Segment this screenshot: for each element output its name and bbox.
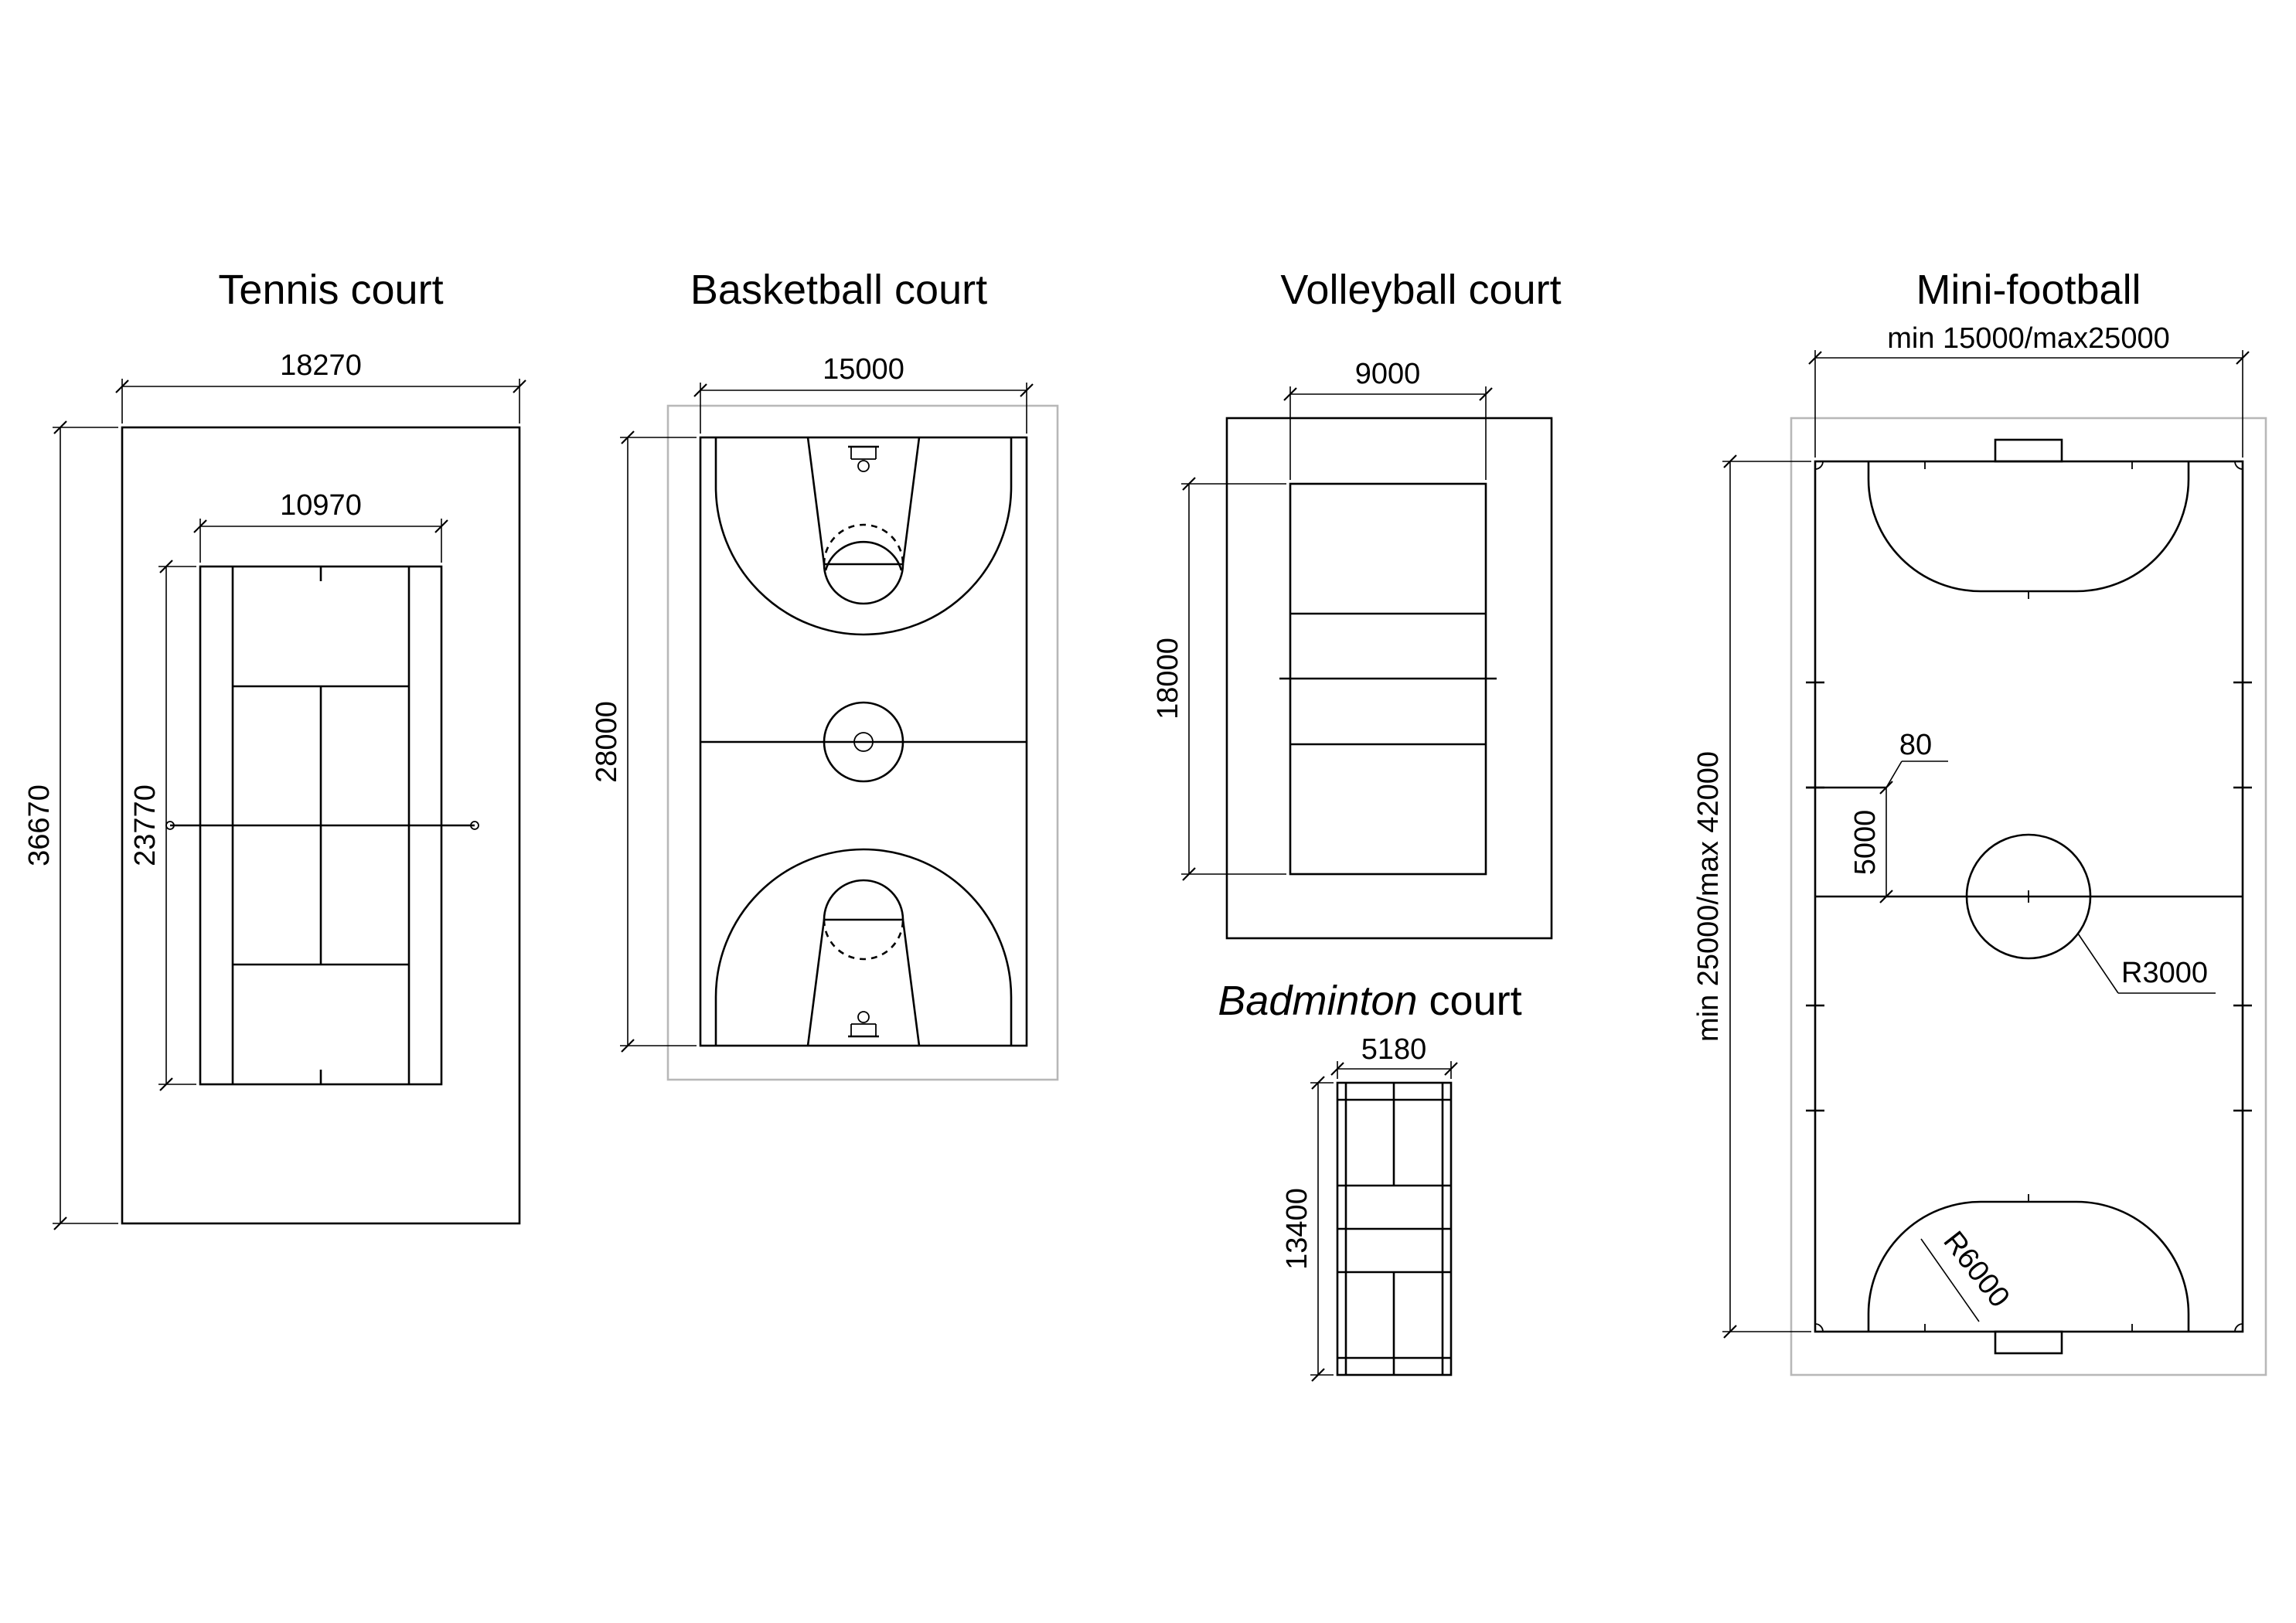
tennis-surround: [121, 426, 521, 1225]
tennis-total-width-label: 18270: [280, 349, 362, 382]
mini-football-court: Mini-football: [1692, 267, 2267, 1376]
badminton-court-title: Badminton court: [1218, 978, 1521, 1024]
mini-football-surround: [1790, 417, 2267, 1376]
mini-football-length-label: min 25000/max 42000: [1692, 751, 1725, 1042]
volleyball-width-label: 9000: [1355, 358, 1421, 390]
mini-football-width-label: min 15000/max25000: [1887, 322, 2169, 355]
volleyball-surround: [1225, 417, 1553, 940]
mini-football-mark-offset-label: 80: [1899, 729, 1932, 761]
basketball-center-circle: [823, 701, 904, 783]
tennis-court-length-label: 23770: [129, 784, 162, 866]
basketball-key-top: [806, 437, 921, 566]
basketball-hoop-top: [857, 460, 870, 472]
badminton-length-label: 13400: [1281, 1188, 1313, 1270]
badminton-title-italic: Badminton: [1218, 978, 1417, 1024]
mini-football-goal-bottom: [1994, 1330, 2063, 1355]
basketball-key-bottom: [806, 918, 921, 1046]
basketball-width-label: 15000: [823, 353, 904, 386]
mini-football-penalty-area-bottom: [1867, 1200, 2190, 1332]
volleyball-court: Volleyball court 9000 18000: [1152, 267, 1562, 940]
basketball-length-label: 28000: [591, 701, 623, 783]
tennis-net-post: [470, 821, 479, 830]
basketball-surround: [666, 404, 1059, 1081]
tennis-court: Tennis court 18270 10970 36670: [23, 267, 526, 1230]
basketball-three-point-arc-bottom: [714, 848, 1013, 1046]
tennis-total-length-label: 36670: [23, 784, 56, 866]
tennis-court-width-label: 10970: [280, 489, 362, 522]
badminton-title-rest: court: [1418, 978, 1522, 1024]
badminton-court: Badminton court 5180 13400: [1218, 978, 1522, 1382]
mini-football-goal-radius-label: R6000: [1937, 1226, 2015, 1314]
mini-football-center-radius-label: R3000: [2121, 957, 2208, 989]
basketball-court-title: Basketball court: [690, 267, 987, 313]
mini-football-mark-distance-label: 5000: [1849, 810, 1882, 876]
tennis-court-title: Tennis court: [218, 267, 443, 313]
basketball-hoop-bottom: [857, 1011, 870, 1023]
mini-football-center-circle: [1965, 833, 2092, 960]
volleyball-court-title: Volleyball court: [1280, 267, 1561, 313]
mini-football-goal-top: [1994, 438, 2063, 463]
badminton-width-label: 5180: [1361, 1033, 1427, 1066]
mini-football-title: Mini-football: [1916, 267, 2141, 313]
basketball-court: Basketball court 15000: [591, 267, 1059, 1081]
volleyball-length-label: 18000: [1152, 638, 1184, 720]
mini-football-penalty-area-top: [1867, 461, 2190, 593]
basketball-three-point-arc-top: [714, 437, 1013, 636]
